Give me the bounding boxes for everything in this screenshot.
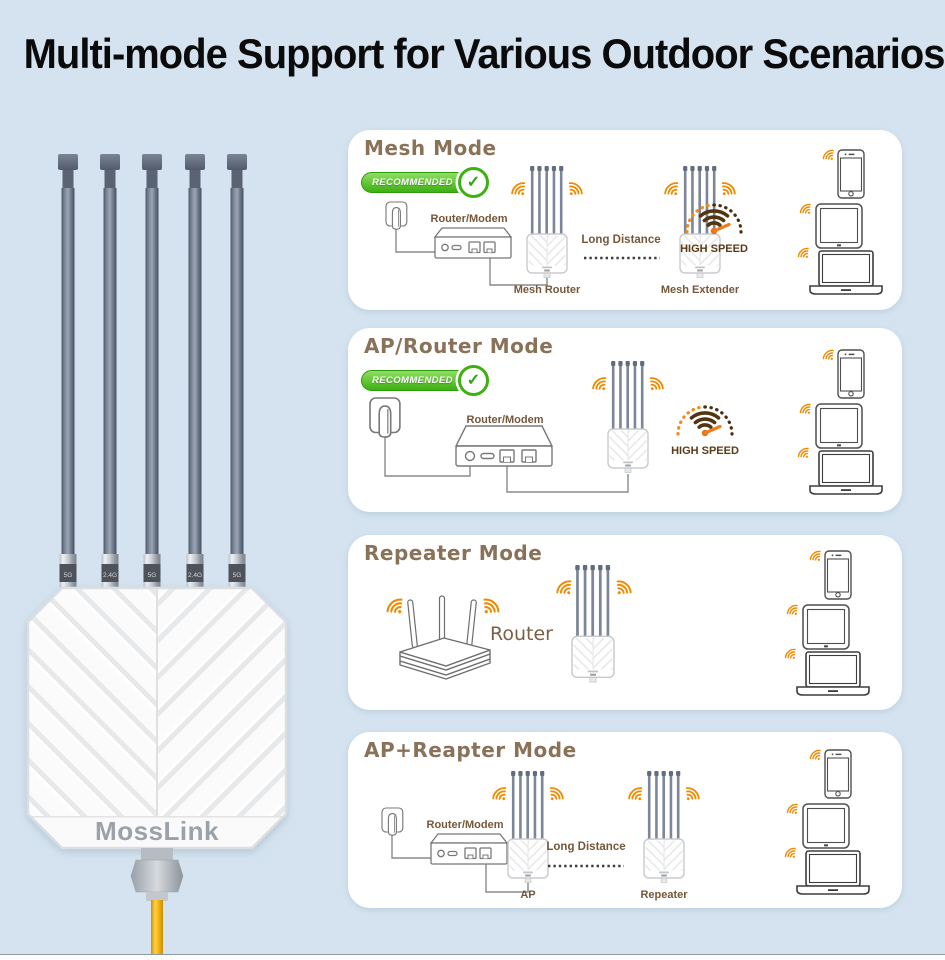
device2-label: Repeater bbox=[640, 889, 688, 901]
product-image: 5G 2.4G 5G bbox=[26, 154, 288, 958]
antenna-band-label: 5G bbox=[148, 572, 157, 579]
modem-icon bbox=[455, 425, 553, 467]
power-plug-icon bbox=[369, 397, 401, 438]
panel-ap-router-title: AP/Router Mode bbox=[364, 334, 554, 358]
home-router-icon bbox=[385, 596, 501, 679]
antenna-band-label: 2.4G bbox=[103, 572, 117, 579]
wifi-icon bbox=[490, 784, 512, 806]
recommended-badge: RECOMMENDED ✓ bbox=[361, 364, 489, 396]
modem-label: Router/Modem bbox=[431, 213, 508, 225]
wire bbox=[506, 465, 629, 493]
wifi-icon bbox=[563, 179, 585, 201]
wifi-icon bbox=[554, 577, 578, 601]
device1-label: Mesh Router bbox=[514, 284, 581, 296]
modem-label: Router/Modem bbox=[427, 819, 504, 831]
wire bbox=[485, 864, 529, 893]
outdoor-ap-icon bbox=[507, 770, 549, 884]
panel-mesh-mode: Mesh Mode RECOMMENDED ✓ Router/Modem Mes… bbox=[348, 130, 902, 310]
product-antennas: 5G 2.4G 5G bbox=[58, 154, 247, 590]
wire bbox=[489, 258, 548, 286]
brand-logo: MossLink bbox=[95, 816, 219, 846]
panel-repeater-title: Repeater Mode bbox=[364, 541, 543, 565]
high-speed-label: HIGH SPEED bbox=[671, 445, 739, 457]
antenna-band-label: 5G bbox=[233, 572, 242, 579]
cable-gland bbox=[130, 848, 184, 901]
distance-label: Long Distance bbox=[546, 841, 625, 853]
wifi-icon bbox=[662, 179, 684, 201]
outdoor-ap-icon bbox=[526, 165, 568, 279]
outdoor-ap-icon bbox=[571, 564, 615, 683]
distance-label: Long Distance bbox=[581, 234, 660, 246]
high-speed-icon bbox=[676, 405, 734, 439]
page-title: Multi-mode Support for Various Outdoor S… bbox=[23, 30, 945, 77]
device1-label: AP bbox=[520, 889, 535, 901]
wifi-icon bbox=[644, 374, 666, 396]
client-devices-icon bbox=[797, 149, 882, 294]
router-label: Router bbox=[490, 623, 553, 645]
product-body: MossLink bbox=[26, 586, 288, 850]
device2-label: Mesh Extender bbox=[661, 284, 740, 296]
recommended-badge: RECOMMENDED ✓ bbox=[361, 166, 489, 198]
antenna-band-label: 2.4G bbox=[188, 572, 202, 579]
wifi-icon bbox=[716, 179, 738, 201]
panel-ap-router-mode: AP/Router Mode RECOMMENDED ✓ Router/Mode… bbox=[348, 328, 902, 512]
client-devices-icon bbox=[797, 349, 882, 494]
mesh-mode-diagram: Router/Modem Mesh Router Long Distance M… bbox=[385, 130, 902, 296]
client-devices-icon bbox=[784, 749, 869, 894]
recommended-label: RECOMMENDED bbox=[361, 369, 468, 391]
panel-mesh-title: Mesh Mode bbox=[364, 136, 497, 160]
check-icon: ✓ bbox=[457, 166, 489, 198]
wifi-icon bbox=[509, 179, 531, 201]
repeater-mode-diagram: Router bbox=[348, 535, 902, 710]
power-plug-icon bbox=[381, 807, 404, 836]
wifi-icon bbox=[590, 374, 612, 396]
ethernet-cable bbox=[151, 900, 163, 958]
client-devices-icon bbox=[784, 550, 869, 695]
ap-repeater-mode-diagram: Router/Modem AP Long Distance Repeater bbox=[381, 732, 902, 901]
wifi-icon bbox=[626, 784, 648, 806]
power-plug-icon bbox=[385, 201, 408, 230]
wifi-icon bbox=[544, 784, 566, 806]
ap-router-mode-diagram: Router/Modem HIGH SPEED bbox=[369, 328, 902, 512]
wifi-icon bbox=[610, 577, 634, 601]
bottom-edge-strip bbox=[0, 954, 945, 960]
outdoor-ap-icon bbox=[643, 770, 685, 884]
wire bbox=[384, 436, 471, 477]
modem-label: Router/Modem bbox=[467, 414, 544, 426]
panel-ap-repeater-title: AP+Reapter Mode bbox=[364, 738, 577, 762]
wifi-icon bbox=[680, 784, 702, 806]
high-speed-label: HIGH SPEED bbox=[680, 243, 748, 255]
panel-ap-repeater-mode: AP+Reapter Mode Router/Modem AP Long Dis… bbox=[348, 732, 902, 908]
check-icon: ✓ bbox=[457, 364, 489, 396]
outdoor-ap-icon bbox=[607, 360, 649, 474]
modem-icon bbox=[430, 833, 508, 865]
antenna-band-label: 5G bbox=[64, 572, 73, 579]
panel-repeater-mode: Repeater Mode Router bbox=[348, 535, 902, 710]
modem-icon bbox=[434, 227, 512, 259]
